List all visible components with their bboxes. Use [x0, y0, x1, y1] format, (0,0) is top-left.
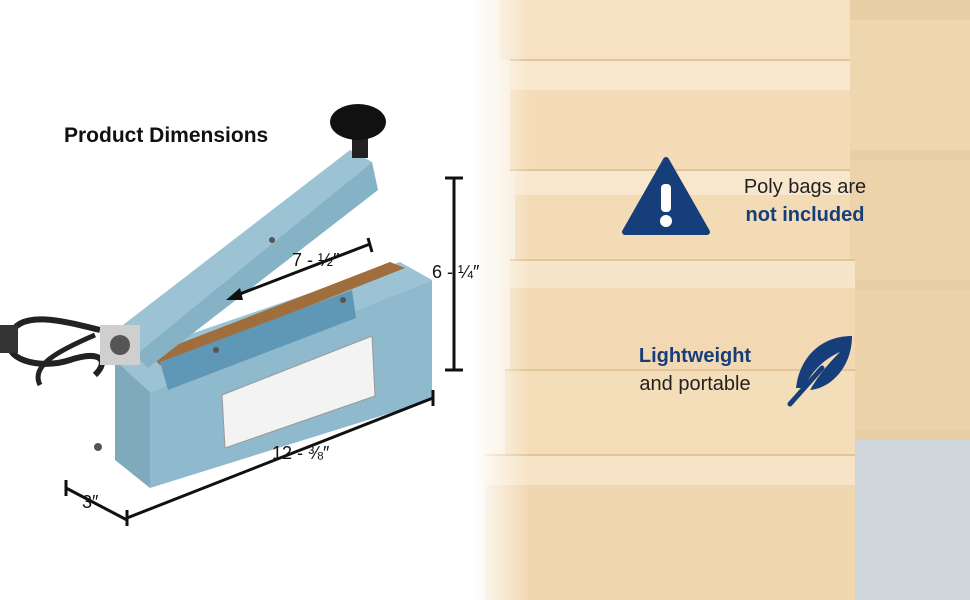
lightweight-line1: Lightweight	[638, 345, 752, 367]
poly-bags-notice: Poly bags are not included	[700, 173, 910, 229]
stacked-boxes-background	[470, 0, 970, 600]
length-bracket	[125, 390, 435, 526]
impulse-sealer-illustration	[0, 104, 463, 526]
height-bracket	[445, 176, 463, 372]
page-title: Product Dimensions	[64, 124, 269, 147]
lightweight-line2: and portable	[639, 373, 751, 395]
warning-icon	[622, 157, 710, 235]
depth-bracket	[64, 480, 128, 522]
width-arrow	[226, 237, 374, 300]
poly-bags-line1: Poly bags are	[743, 176, 867, 198]
length-dimension-label: 12 - ⅜″	[272, 443, 330, 463]
feather-icon	[787, 336, 852, 407]
depth-dimension-label: 3″	[82, 492, 99, 512]
lightweight-notice: Lightweight and portable	[610, 342, 780, 398]
poly-bags-line2: not included	[745, 204, 865, 226]
height-dimension-label: 6 - ¼″	[432, 262, 480, 282]
width-dimension-label: 7 - ½″	[292, 250, 340, 270]
